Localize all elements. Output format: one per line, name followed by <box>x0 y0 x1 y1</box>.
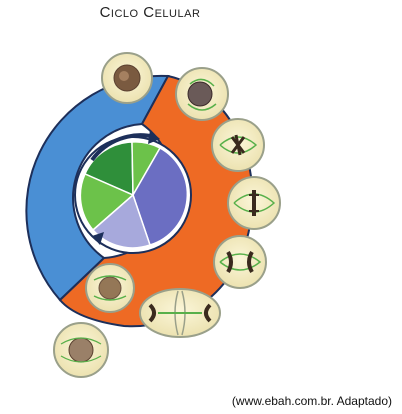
cytokinesis-cell-icon <box>85 263 135 313</box>
telophase-cell-icon <box>139 288 221 338</box>
source-caption: (www.ebah.com.br. Adaptado) <box>231 394 392 408</box>
pie-s-slice <box>79 173 135 232</box>
prophase-cell-icon <box>175 67 229 121</box>
cycle-arrow <box>90 133 156 162</box>
daughter-cell-icon <box>53 322 109 378</box>
pie-g1-slice <box>84 141 134 197</box>
anaphase-cell-icon <box>213 235 267 289</box>
cycle-arrow-head-2 <box>92 232 104 245</box>
pie-m-slice <box>132 146 189 246</box>
diagram-title: Ciclo Celular <box>99 4 201 21</box>
cycle-arrow-head <box>148 130 160 144</box>
inner-pie <box>79 141 189 249</box>
prometaphase-cell-icon <box>211 118 265 172</box>
interphase-band <box>25 74 170 302</box>
interphase-cell-icon <box>101 52 153 104</box>
pie-c-slice <box>91 193 151 249</box>
metaphase-cell-icon <box>227 176 281 230</box>
